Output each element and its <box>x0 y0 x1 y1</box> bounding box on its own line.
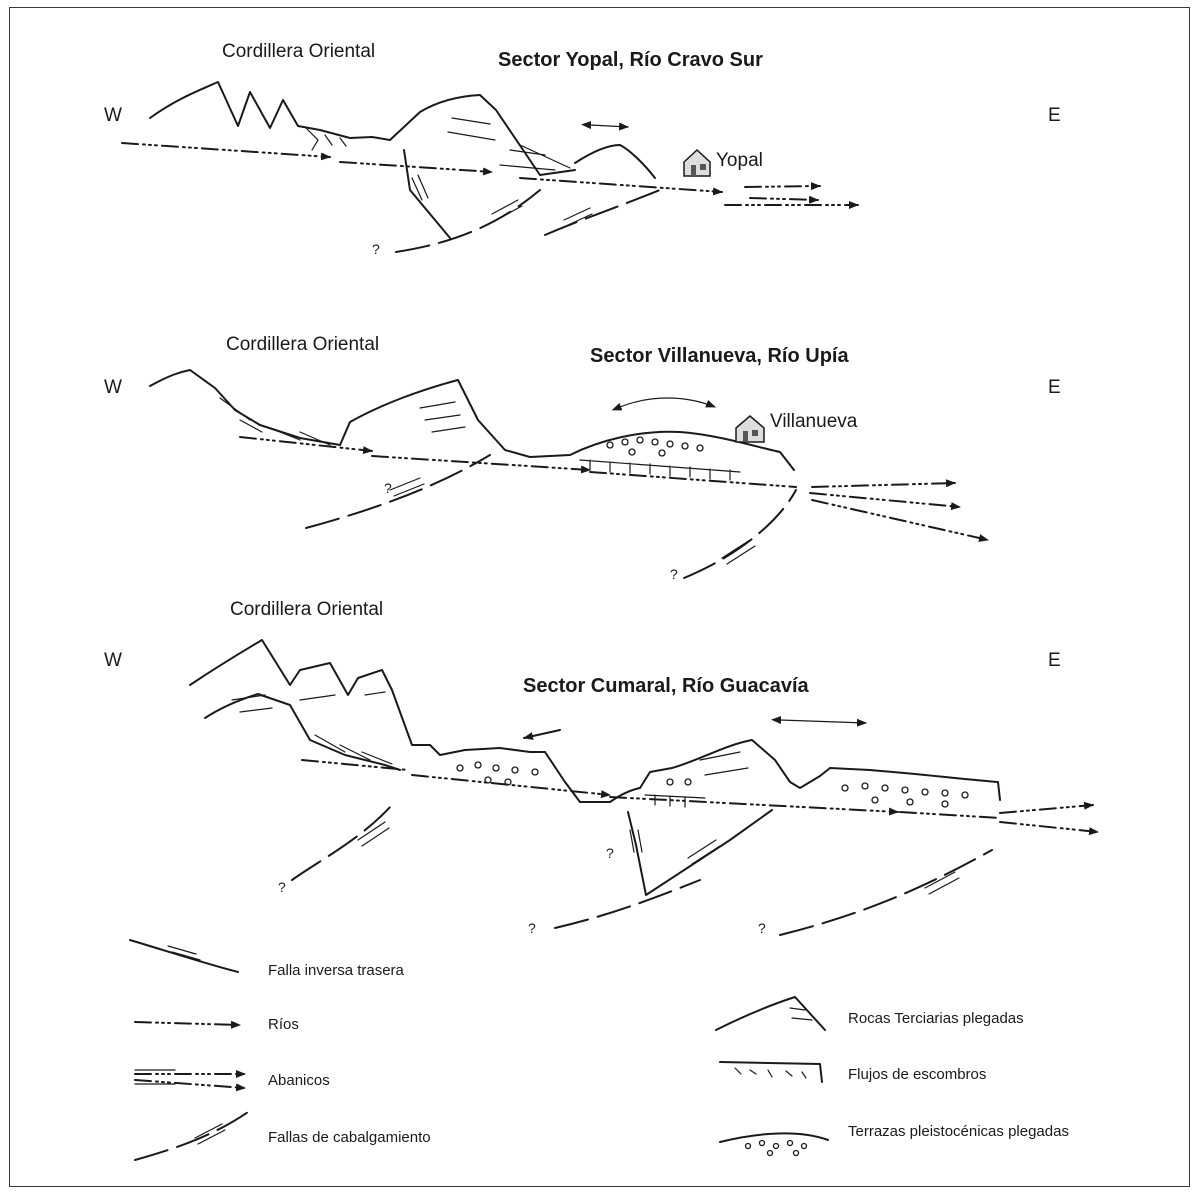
unknown-mark: ? <box>758 921 766 935</box>
river-villanueva-3 <box>590 472 796 487</box>
legend-label-debris-flows: Flujos de escombros <box>848 1067 986 1082</box>
thrust-slip-symbol <box>722 540 755 564</box>
small-anticline-yopal <box>575 145 655 178</box>
legend-label-rivers: Ríos <box>268 1017 299 1032</box>
debris-flow-cumaral <box>315 735 392 764</box>
ridge-yopal-west <box>150 82 575 175</box>
range-label-villanueva: Cordillera Oriental <box>226 335 379 354</box>
unknown-mark: ? <box>384 481 392 495</box>
river-yopal-2 <box>340 162 492 172</box>
river-cumaral-1 <box>302 760 408 770</box>
unknown-mark: ? <box>670 567 678 581</box>
west-label-villanueva: W <box>104 378 122 397</box>
west-label-cumaral: W <box>104 651 122 670</box>
thrust-fault-cumaral-3 <box>780 850 992 935</box>
fold-axis-arrow <box>780 720 866 723</box>
house-icon <box>736 416 764 442</box>
west-label-yopal: W <box>104 106 122 125</box>
river-villanueva-6 <box>812 500 988 540</box>
range-label-cumaral: Cordillera Oriental <box>230 600 383 619</box>
river-symbol <box>135 1022 240 1025</box>
river-yopal-3 <box>520 178 722 192</box>
folded-pleistocene-terraces-symbol <box>720 1133 828 1155</box>
thrust-slip-symbol <box>688 840 720 864</box>
river-yopal-4 <box>745 186 820 187</box>
ridges-cumaral <box>190 640 1000 802</box>
back-thrust-symbol <box>130 940 238 972</box>
unknown-mark: ? <box>372 242 380 256</box>
east-label-cumaral: E <box>1048 651 1061 670</box>
thrust-fault-villanueva-2 <box>684 490 796 578</box>
legend-label-thrust-faults: Fallas de cabalgamiento <box>268 1130 431 1145</box>
river-cumaral-6 <box>1000 822 1098 832</box>
bedding-lines <box>448 118 570 170</box>
unknown-mark: ? <box>606 846 614 860</box>
legend-label-tertiary-rocks: Rocas Terciarias plegadas <box>848 1011 1024 1026</box>
thrust-fault-cumaral-1 <box>292 805 392 880</box>
river-villanueva-2 <box>372 456 590 470</box>
section-title-cumaral: Sector Cumaral, Río Guacavía <box>523 676 809 696</box>
river-villanueva-4 <box>812 483 955 487</box>
town-label-villanueva: Villanueva <box>770 412 857 431</box>
east-label-yopal: E <box>1048 106 1061 125</box>
terrace-gravels <box>457 762 968 807</box>
river-yopal-1 <box>122 143 330 157</box>
legend-label-fans: Abanicos <box>268 1073 330 1088</box>
range-label-yopal: Cordillera Oriental <box>222 42 375 61</box>
terrace-gravels <box>607 437 703 456</box>
section-title-villanueva: Sector Villanueva, Río Upía <box>590 346 849 366</box>
bedding-lines <box>420 402 465 432</box>
thrust-fault-villanueva-1 <box>306 455 490 528</box>
legend-symbols <box>130 940 828 1160</box>
alluvial-fan-symbol <box>135 1070 245 1088</box>
fault-cumaral-back <box>628 810 772 895</box>
legend-label-back-thrust: Falla inversa trasera <box>268 963 404 978</box>
section-villanueva-sketch <box>150 370 988 578</box>
thrust-fault-cumaral-2 <box>555 880 700 928</box>
ridge-villanueva <box>150 370 794 470</box>
section-title-yopal: Sector Yopal, Río Cravo Sur <box>498 50 763 70</box>
river-yopal-5 <box>750 198 818 200</box>
thrust-slip-symbol <box>358 822 389 846</box>
bedding-lines <box>232 692 748 775</box>
terrace-villanueva <box>580 460 740 480</box>
fold-axis-arrow <box>620 398 715 407</box>
fault-yopal-back <box>404 150 450 238</box>
folded-tertiary-rocks-symbol <box>716 997 825 1030</box>
flow-direction-arrow <box>524 730 560 738</box>
thrust-fault-yopal-2 <box>545 190 660 235</box>
legend-label-pleistocene-terraces: Terrazas pleistocénicas plegadas <box>848 1124 1069 1139</box>
town-label-yopal: Yopal <box>716 151 763 170</box>
unknown-mark: ? <box>528 921 536 935</box>
debris-flow-symbol <box>720 1062 822 1082</box>
river-cumaral-4 <box>900 812 1000 818</box>
river-cumaral-3 <box>610 797 898 812</box>
fold-axis-arrow <box>590 125 628 127</box>
debris-flow-villanueva <box>220 398 330 445</box>
river-cumaral-5 <box>1000 805 1093 813</box>
ridge-cumaral-front <box>205 694 400 770</box>
unknown-mark: ? <box>278 880 286 894</box>
thrust-fault-symbol <box>135 1112 248 1160</box>
east-label-villanueva: E <box>1048 378 1061 397</box>
river-cumaral-2 <box>412 775 610 795</box>
house-icon <box>684 150 710 176</box>
thrust-slip-symbol <box>390 478 424 496</box>
